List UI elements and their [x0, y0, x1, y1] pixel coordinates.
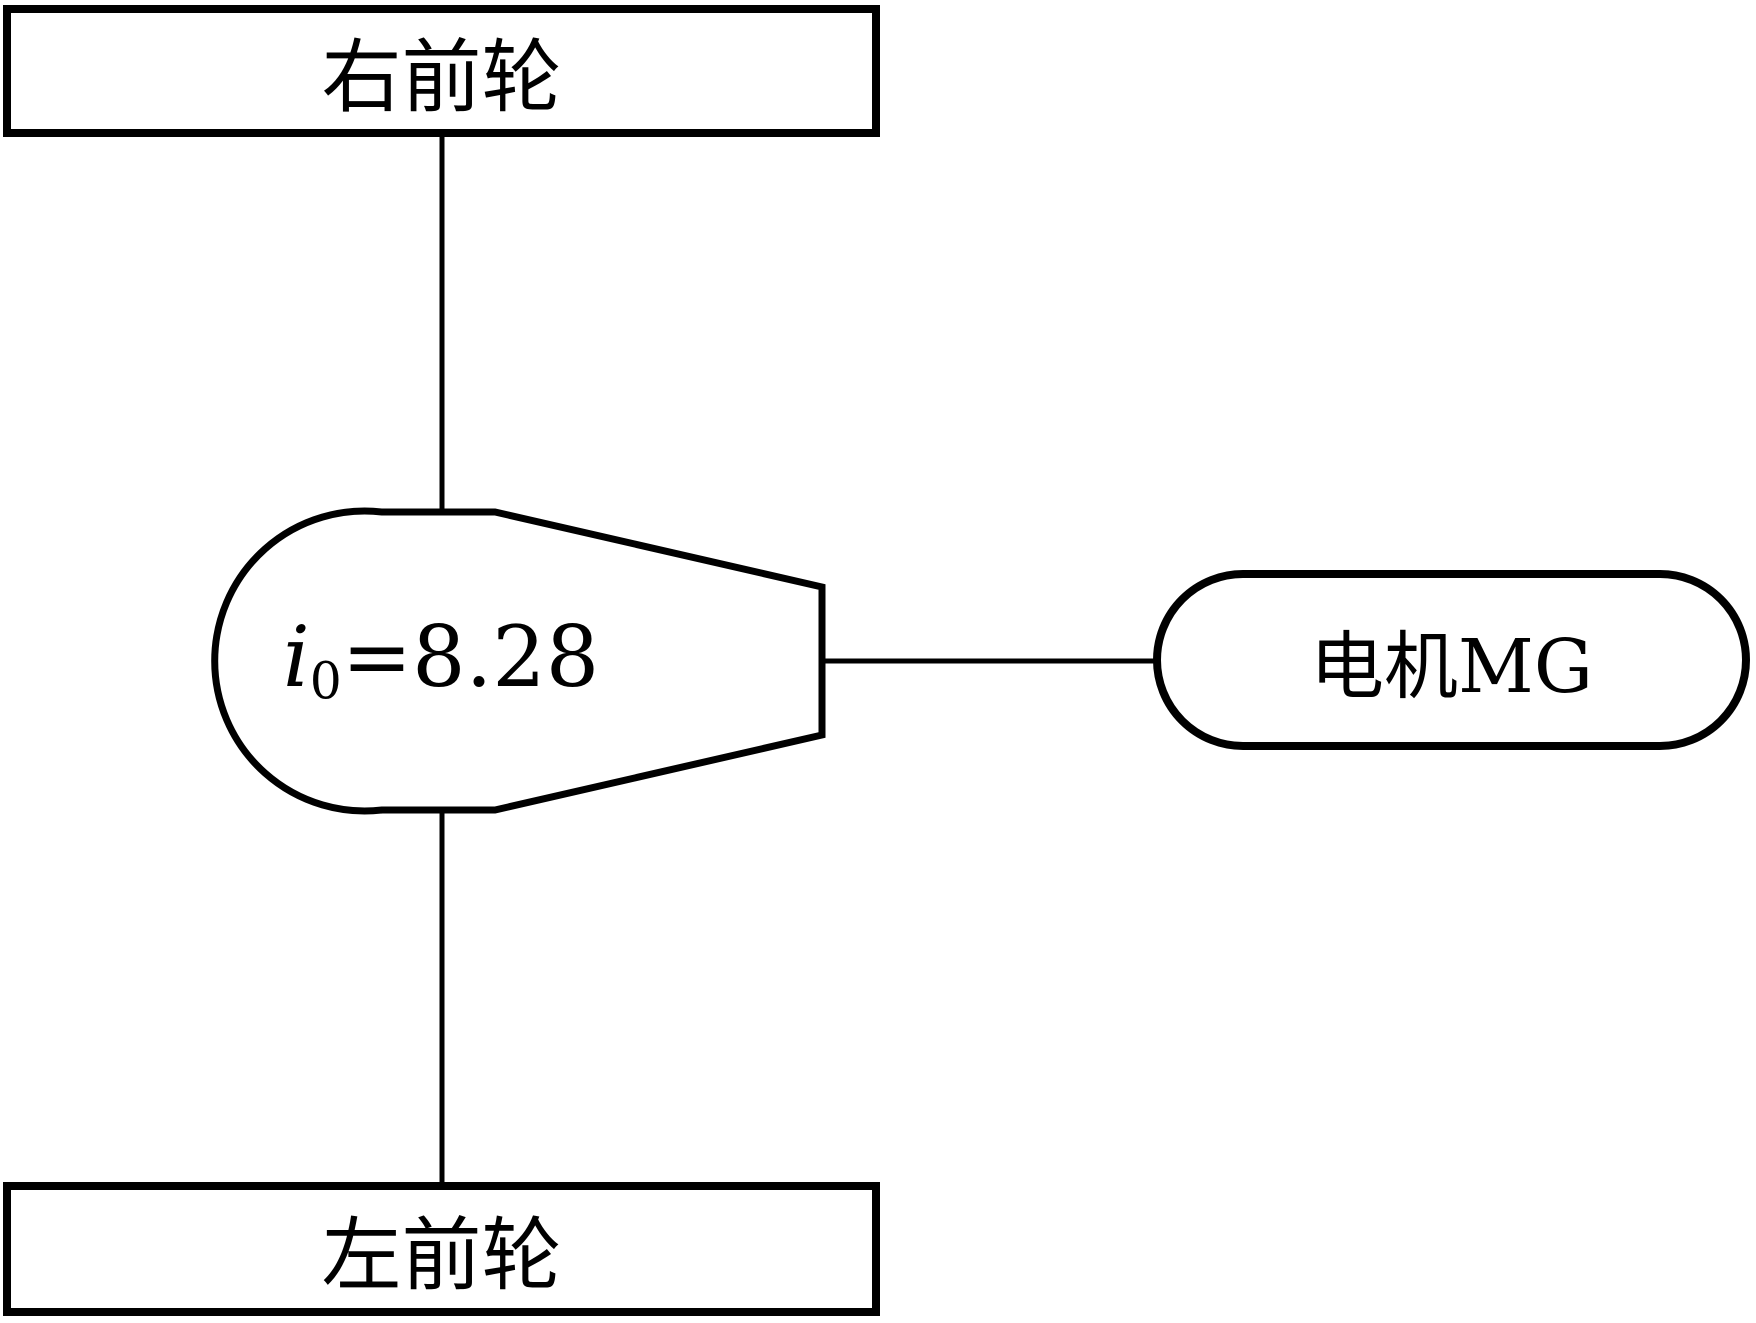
final-drive-symbol-outline: [211, 507, 826, 815]
ratio-variable: i: [282, 608, 310, 706]
node-right-front-wheel: 右前轮: [3, 5, 880, 137]
left-front-wheel-label: 左前轮: [321, 1209, 562, 1302]
ratio-value: =8.28: [341, 608, 600, 706]
right-front-wheel-label: 右前轮: [321, 31, 562, 124]
node-left-front-wheel: 左前轮: [3, 1182, 880, 1316]
node-motor-mg: 电机MG: [1153, 570, 1750, 750]
ratio-subscript: 0: [309, 651, 342, 711]
final-drive-ratio-label: i0=8.28: [283, 615, 599, 706]
motor-mg-label: 电机MG: [1310, 623, 1593, 710]
